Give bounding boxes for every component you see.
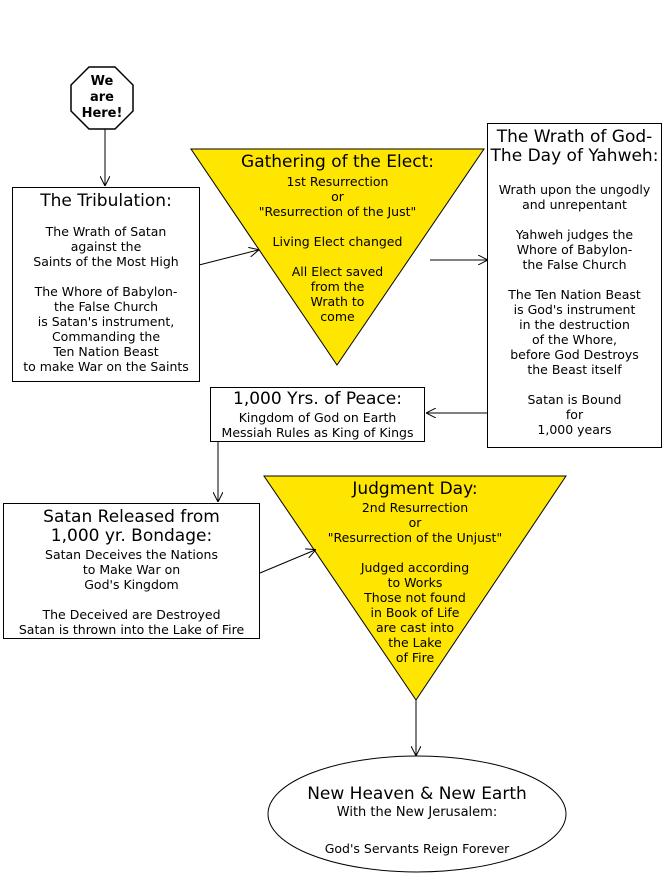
tribulation-body: The Wrath of Satan against the Saints of… [23,224,189,374]
wrath-title: The Wrath of God- The Day of Yahweh: [490,127,659,166]
new-heaven-ellipse [267,755,567,873]
arrow-released-to-judgment [259,550,315,574]
wrath-box: The Wrath of God- The Day of Yahweh: Wra… [487,123,662,448]
new-heaven-title: New Heaven & New Earth [307,784,527,804]
gathering-triangle [190,148,485,366]
we-are-here-label: We are Here! [81,74,123,121]
new-heaven-body: God's Servants Reign Forever [324,841,510,856]
released-body: Satan Deceives the Nations to Make War o… [18,547,245,637]
we-are-here-octagon [70,66,134,130]
tribulation-box: The Tribulation: The Wrath of Satan agai… [12,187,200,382]
gathering-title: Gathering of the Elect: [241,152,434,172]
released-title: Satan Released from 1,000 yr. Bondage: [43,507,220,546]
gathering-body: 1st Resurrection or "Resurrection of the… [258,174,417,324]
peace-title: 1,000 Yrs. of Peace: [233,389,402,409]
wrath-body: Wrath upon the ungodly and unrepentant Y… [498,182,651,437]
judgment-title: Judgment Day: [352,479,478,499]
released-box: Satan Released from 1,000 yr. Bondage: S… [3,503,260,639]
judgment-triangle [263,475,567,701]
judgment-body: 2nd Resurrection or "Resurrection of the… [327,500,503,665]
arrow-tribulation-to-gathering [198,250,258,266]
new-heaven-subtitle: With the New Jerusalem: [336,805,498,820]
peace-body: Kingdom of God on Earth Messiah Rules as… [221,410,414,440]
tribulation-title: The Tribulation: [40,191,172,211]
peace-box: 1,000 Yrs. of Peace: Kingdom of God on E… [210,387,425,442]
